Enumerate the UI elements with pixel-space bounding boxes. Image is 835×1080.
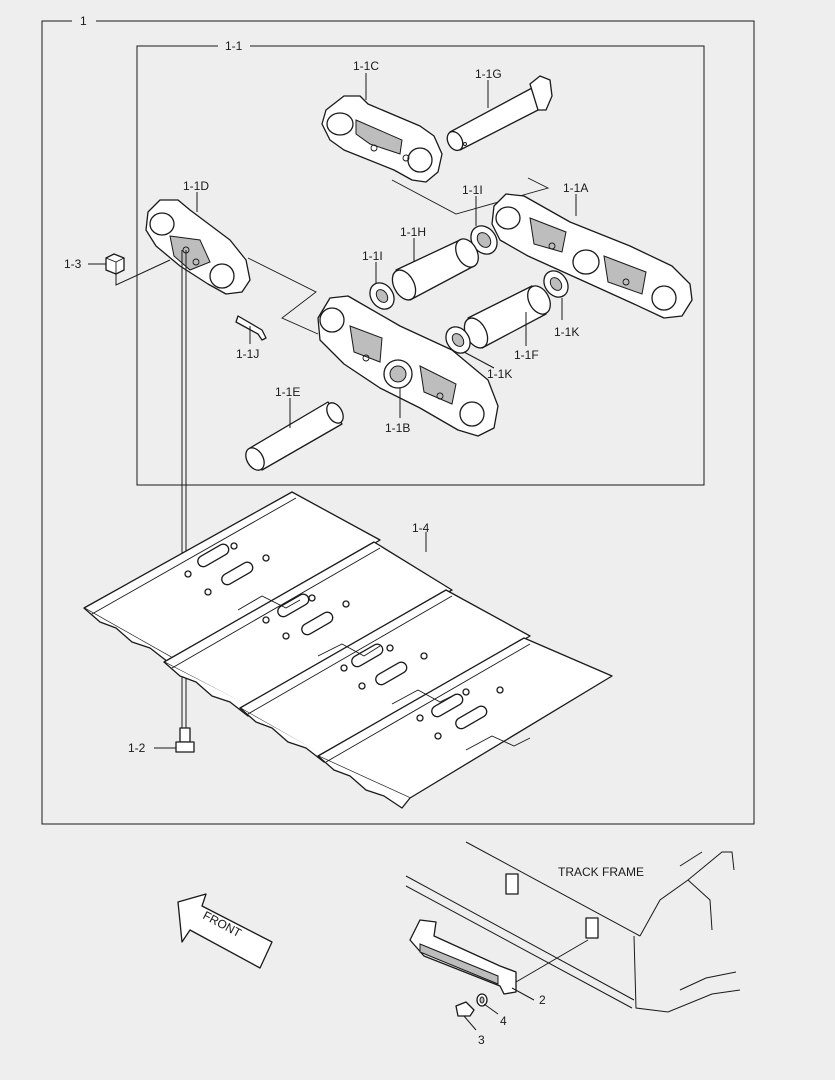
link-1-1a (491, 193, 693, 319)
label-guard-bolt: 3 (478, 1033, 485, 1047)
pin-1-1e: 1-1E (245, 385, 344, 471)
guard-washer-4: 4 (476, 993, 507, 1028)
seal-1-1i-upper: 1-1I (462, 183, 498, 255)
seal-1-1k-left: 1-1K (445, 326, 512, 381)
guide-line-lower (247, 257, 319, 335)
label-seal-k-left: 1-1K (487, 367, 512, 381)
bolt-1-2: 1-2 (128, 250, 195, 755)
label-group-1-1c: 1-1C (353, 59, 379, 100)
label-guard-washer: 4 (500, 1014, 507, 1028)
label-pin-e: 1-1E (275, 385, 300, 399)
label-shoe: 1-4 (412, 521, 430, 535)
link-1-1c (321, 95, 443, 183)
shoe-slots (197, 543, 488, 730)
guard-bolt-3: 3 (455, 1001, 485, 1047)
seal-1-1i-lower: 1-1I (362, 249, 395, 310)
pin-1-1g (446, 75, 553, 152)
link-1-1b: 1-1B (317, 295, 499, 437)
shoe-holes (184, 542, 504, 740)
label-seal-k-right: 1-1K (554, 325, 579, 339)
label-pin-j: 1-1J (236, 347, 259, 361)
label-bushing-h: 1-1H (400, 225, 426, 239)
track-shoes-1-4: 1-4 (83, 491, 613, 809)
guard-2: 2 (409, 919, 589, 1007)
label-seal-i-upper: 1-1I (462, 183, 483, 197)
label-link-b: 1-1B (385, 421, 410, 435)
bushing-1-1h: 1-1H (391, 225, 479, 301)
label-bolt: 1-2 (128, 741, 146, 755)
label-group-1-1a: 1-1A (563, 181, 588, 216)
label-link-a: 1-1A (563, 181, 588, 195)
label-sub-assembly: 1-1 (225, 39, 243, 53)
label-nut: 1-3 (64, 257, 82, 271)
label-group-1-1d: 1-1D (183, 179, 209, 212)
link-1-1d (145, 199, 251, 295)
nut-1-3: 1-3 (64, 253, 171, 286)
label-guard: 2 (539, 993, 546, 1007)
seal-1-1k-right: 1-1K (543, 270, 579, 339)
pin-1-1j: 1-1J (235, 315, 267, 361)
label-assembly: 1 (80, 14, 87, 28)
track-frame-label: TRACK FRAME (558, 865, 644, 879)
label-group-1-1g: 1-1G (475, 67, 502, 108)
track-frame: TRACK FRAME (405, 841, 741, 1013)
label-pin-g: 1-1G (475, 67, 502, 81)
bushing-1-1f: 1-1F (463, 285, 551, 362)
sub-assembly-frame: 1-1 (136, 39, 705, 486)
label-seal-i-lower: 1-1I (362, 249, 383, 263)
label-link-c: 1-1C (353, 59, 379, 73)
label-link-d: 1-1D (183, 179, 209, 193)
front-arrow: FRONT (177, 893, 273, 969)
assembly-frame: 1 (41, 14, 755, 825)
label-bushing-f: 1-1F (514, 348, 539, 362)
